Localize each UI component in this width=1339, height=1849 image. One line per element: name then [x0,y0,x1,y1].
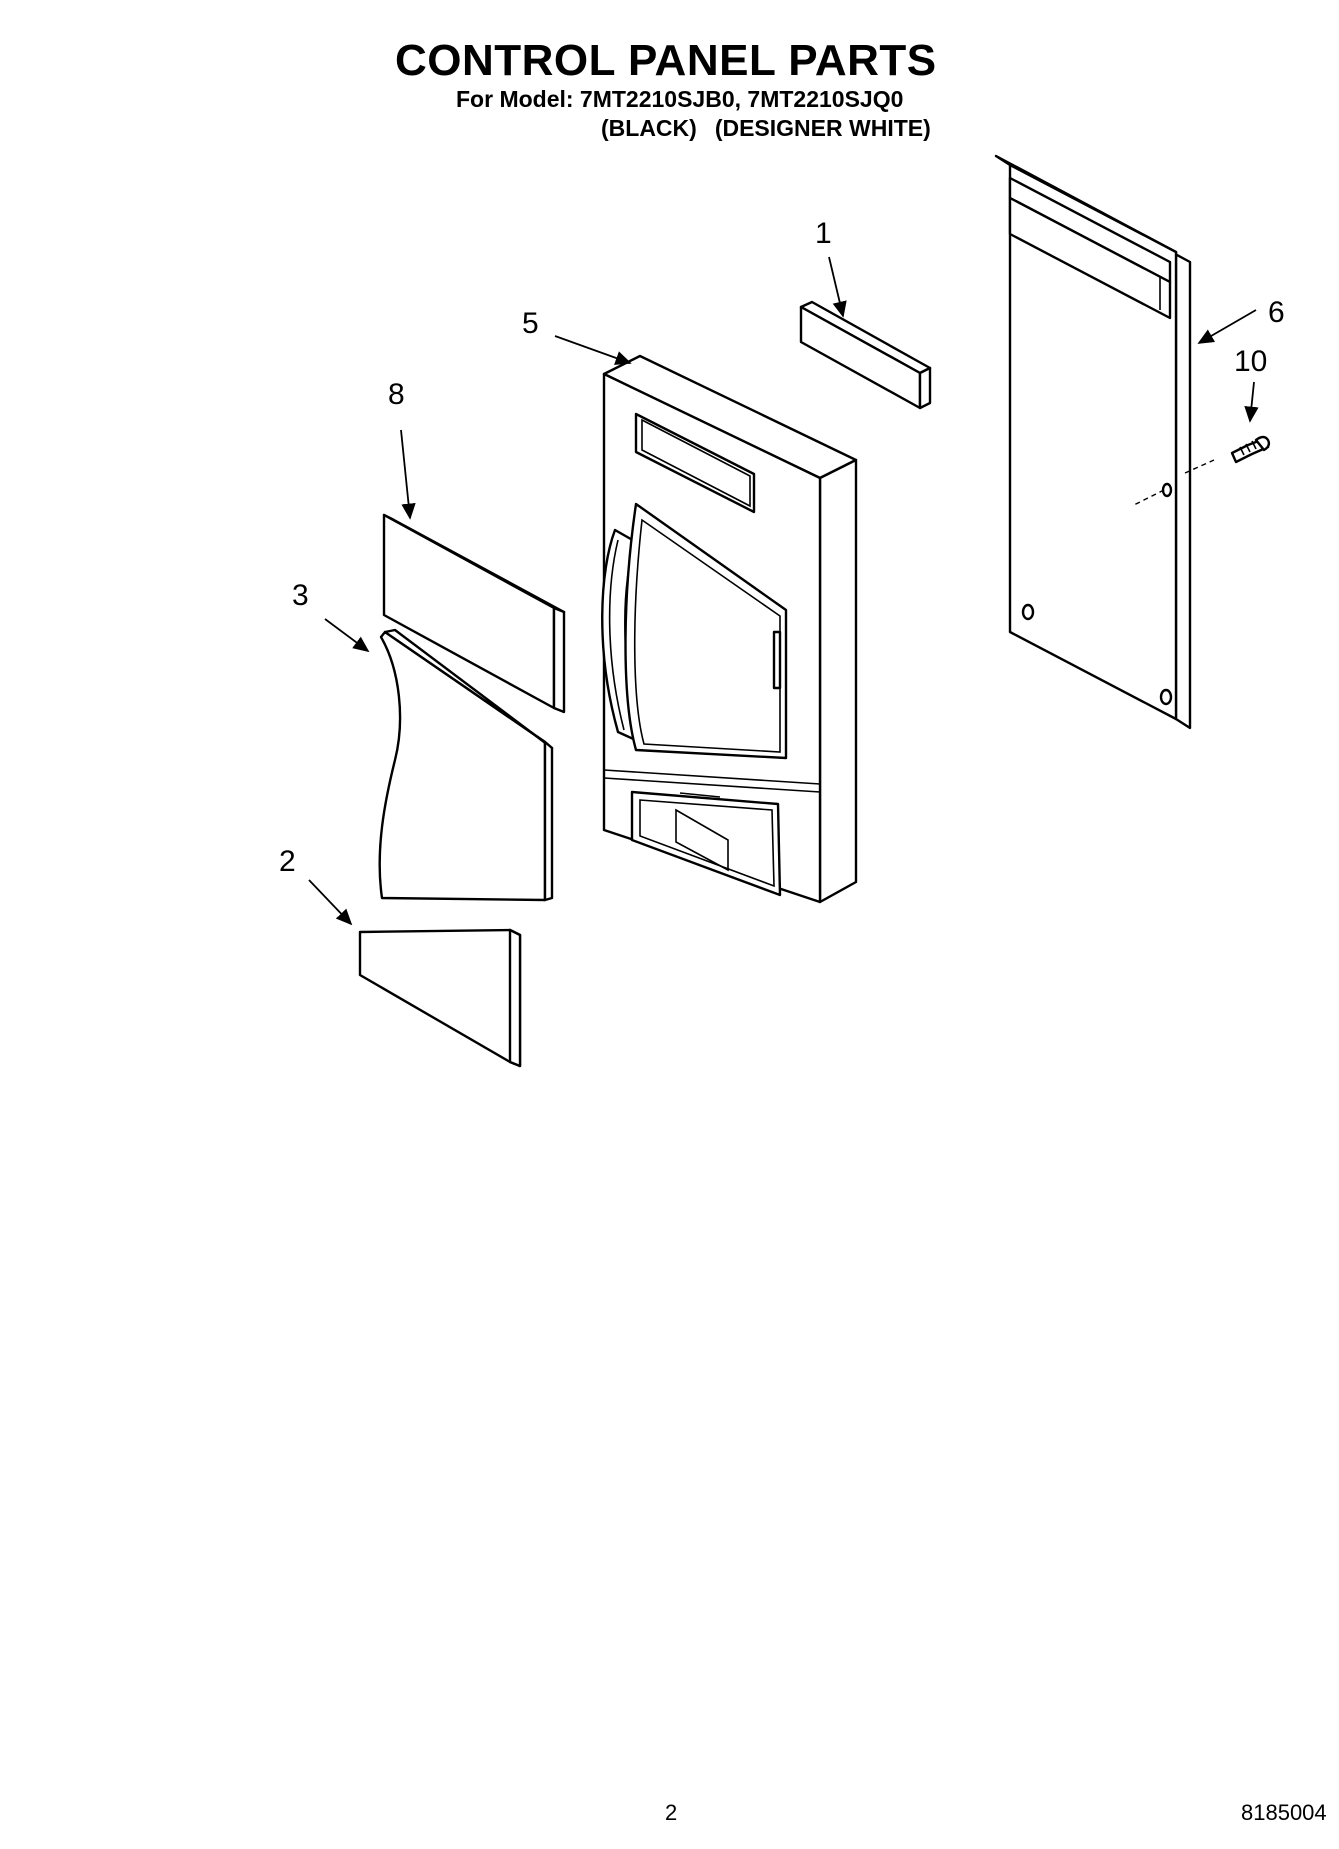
callout-part-3: 3 [292,579,309,612]
callout-part-10: 10 [1234,345,1267,378]
color-black-label: (BLACK) [601,115,697,141]
leader-part-5 [554,335,632,365]
leader-part-8 [400,429,416,520]
color-white-label: (DESIGNER WHITE) [714,115,931,141]
callout-part-6: 6 [1268,296,1285,329]
callout-part-2: 2 [279,845,296,878]
part-2-lower-panel [358,928,522,1068]
page-title: CONTROL PANEL PARTS [395,36,937,85]
leader-part-10 [1244,381,1259,423]
leader-part-3 [324,618,370,653]
part-1-display-strip [799,300,932,410]
leader-part-2 [308,879,353,926]
part-8-panel [382,513,566,714]
callout-part-8: 8 [388,378,405,411]
page-header: CONTROL PANEL PARTS For Model: 7MT2210SJ… [0,0,1339,150]
part-3-curved-panel [378,628,554,902]
part-10-screw [1230,435,1271,464]
model-numbers: For Model: 7MT2210SJB0, 7MT2210SJQ0 [456,86,904,112]
leader-part-1 [828,256,847,318]
page-number: 2 [665,1800,678,1825]
callout-part-1: 1 [815,217,832,250]
document-number: 8185004 [1241,1800,1327,1825]
part-6-mounting-plate [994,154,1215,730]
model-color-labels: (BLACK) (DESIGNER WHITE) [601,115,931,142]
leader-part-6 [1197,309,1257,344]
callout-part-5: 5 [522,307,539,340]
part-5-control-panel-housing [601,354,858,904]
